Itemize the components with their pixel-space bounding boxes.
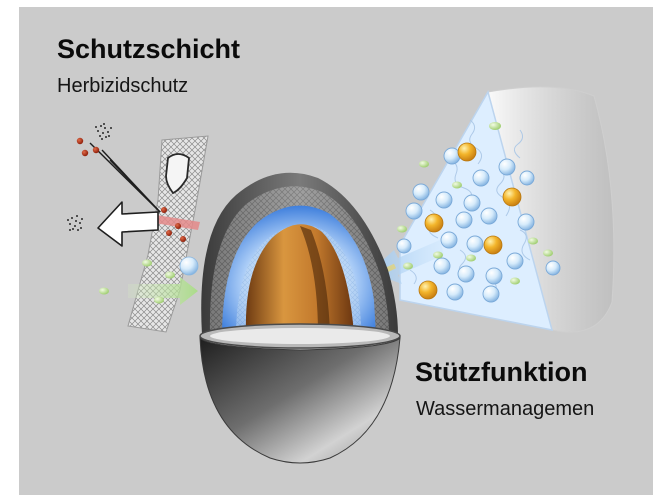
coated-seed — [199, 172, 401, 464]
herbicide-particles — [76, 137, 186, 242]
outline-arrow-icon — [97, 201, 159, 247]
matrix-particles — [396, 122, 561, 303]
protection-layer-title: Schutzschicht — [57, 34, 241, 64]
support-function-title: Stützfunktion — [415, 357, 588, 387]
nutrient-inflow-arrow — [128, 277, 198, 305]
support-function-subtitle: Wassermanagemen — [416, 398, 595, 420]
protection-layer-subtitle: Herbizidschutz — [57, 75, 189, 97]
spray-particles — [67, 123, 112, 231]
deflection-lines — [89, 142, 161, 213]
left-particles — [99, 256, 199, 304]
shield-icon — [165, 153, 190, 195]
